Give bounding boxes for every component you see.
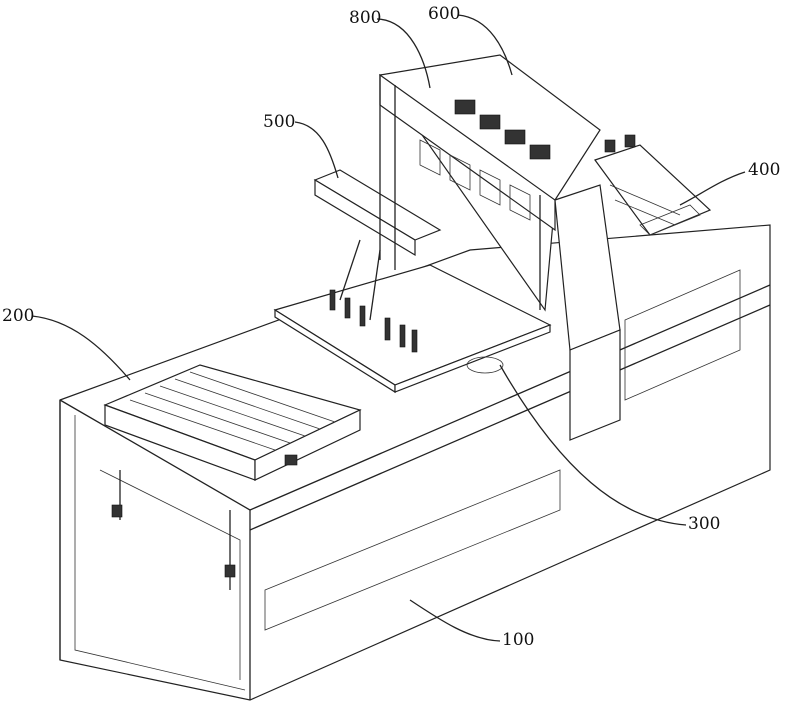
- leader-600: [457, 14, 513, 76]
- label-600: 600: [428, 4, 461, 24]
- leader-300: [499, 364, 687, 526]
- cabinet: [378, 54, 621, 441]
- right-module: [594, 134, 712, 236]
- label-800: 800: [349, 8, 382, 28]
- leader-100: [409, 599, 501, 642]
- leader-200: [31, 315, 131, 381]
- label-500: 500: [263, 112, 296, 132]
- leader-800: [376, 18, 431, 89]
- gantry-head: [313, 169, 442, 353]
- leader-500: [294, 121, 339, 179]
- worktable: [273, 264, 552, 394]
- label-300: 300: [688, 514, 721, 534]
- leader-400: [679, 171, 746, 206]
- label-400: 400: [748, 160, 781, 180]
- label-100: 100: [502, 630, 535, 650]
- leader-lines: [31, 14, 746, 642]
- tray-mechanism: [103, 364, 362, 590]
- label-200: 200: [2, 306, 35, 326]
